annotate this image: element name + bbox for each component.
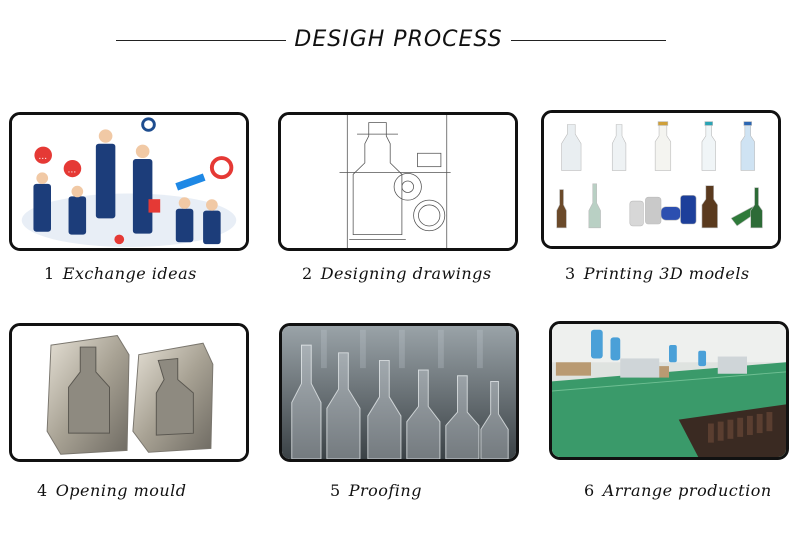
header-rule-left [116,40,286,41]
step-5-image [279,323,519,462]
step-6-label: Arrange production [602,481,772,500]
glass-bottles-photo [282,326,516,459]
step-3-number: 3 [565,264,576,283]
svg-text:…: … [38,152,47,162]
step-2-image [278,112,518,251]
metal-mould-illustration [12,326,246,459]
step-3-label: Printing 3D models [583,264,750,283]
step-1-number: 1 [44,264,55,283]
step-1-caption: 1 Exchange ideas [44,264,197,283]
step-5-caption: 5 Proofing [330,481,422,500]
business-people-illustration: … … [12,115,246,248]
step-2-caption: 2 Designing drawings [302,264,492,283]
step-5-number: 5 [330,481,341,500]
page-title: DESIGH PROCESS [294,27,503,52]
step-3-image [541,110,781,249]
step-6-caption: 6 Arrange production [584,481,772,500]
technical-drawing-illustration [281,115,515,248]
factory-floor-photo [552,324,786,457]
step-2-number: 2 [302,264,313,283]
page-header: DESIGH PROCESS [0,27,800,57]
step-1-image: … … [9,112,249,251]
svg-text:…: … [68,165,77,175]
step-4-caption: 4 Opening mould [37,481,187,500]
step-4-number: 4 [37,481,48,500]
bottle-models-illustration [544,113,778,246]
step-1-label: Exchange ideas [62,264,197,283]
step-5-label: Proofing [348,481,422,500]
step-4-image [9,323,249,462]
step-6-number: 6 [584,481,595,500]
step-3-caption: 3 Printing 3D models [565,264,750,283]
header-rule-right [511,40,666,41]
step-6-image [549,321,789,460]
step-4-label: Opening mould [55,481,187,500]
step-2-label: Designing drawings [320,264,492,283]
